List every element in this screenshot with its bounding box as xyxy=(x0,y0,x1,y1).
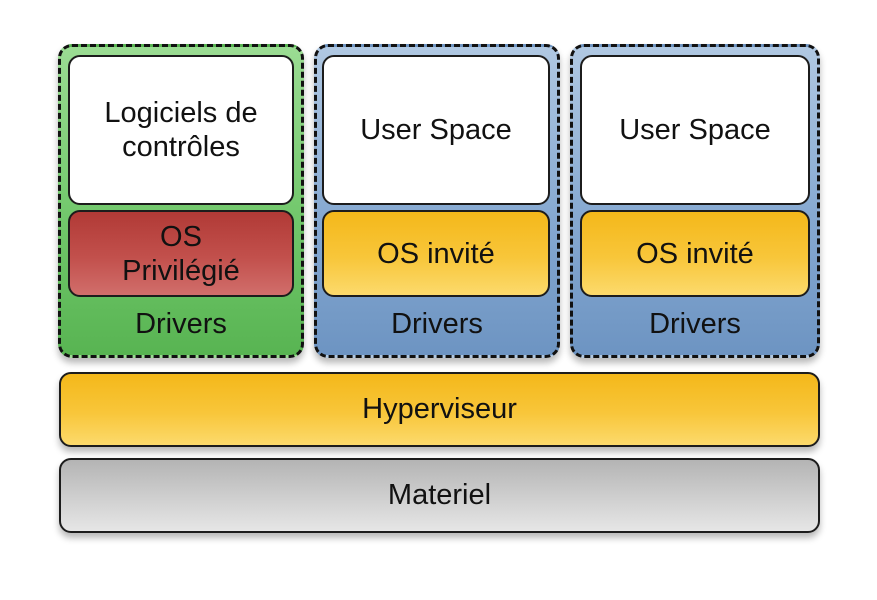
hypervisor-layer: Hyperviseur xyxy=(59,372,820,447)
privileged-os-label-line-2: Privilégié xyxy=(122,254,240,287)
control-software-label-line-2: contrôles xyxy=(122,131,240,163)
control-software-box: Logiciels de contrôles xyxy=(68,55,294,205)
drivers-label-1: Drivers xyxy=(391,307,483,340)
user-space-box-1: User Space xyxy=(322,55,550,205)
hypervisor-label: Hyperviseur xyxy=(362,393,517,425)
control-software-label: Logiciels de contrôles xyxy=(104,96,257,164)
drivers-label-0: Drivers xyxy=(135,307,227,340)
guest-os-box-2: OS invité xyxy=(580,210,810,297)
guest-domain-1: User Space OS invité Drivers xyxy=(314,44,560,358)
guest-os-box-1: OS invité xyxy=(322,210,550,297)
privileged-os-label-line-1: OS xyxy=(160,220,202,253)
hardware-label: Materiel xyxy=(387,479,492,511)
guest-os-label-2: OS invité xyxy=(636,237,754,270)
guest-os-label-1: OS invité xyxy=(377,237,495,270)
privileged-domain: Logiciels de contrôles OS Privilégié Dri… xyxy=(58,44,304,358)
control-software-label-line-1: Logiciels de xyxy=(104,97,258,129)
user-space-label-2: User Space xyxy=(619,114,771,146)
guest-domain-2: User Space OS invité Drivers xyxy=(570,44,820,358)
user-space-label-1: User Space xyxy=(360,114,512,146)
hardware-layer: Materiel xyxy=(59,458,820,533)
user-space-box-2: User Space xyxy=(580,55,810,205)
privileged-os-box: OS Privilégié xyxy=(68,210,294,297)
drivers-label-2: Drivers xyxy=(649,307,741,340)
privileged-os-label: OS Privilégié xyxy=(122,220,240,288)
